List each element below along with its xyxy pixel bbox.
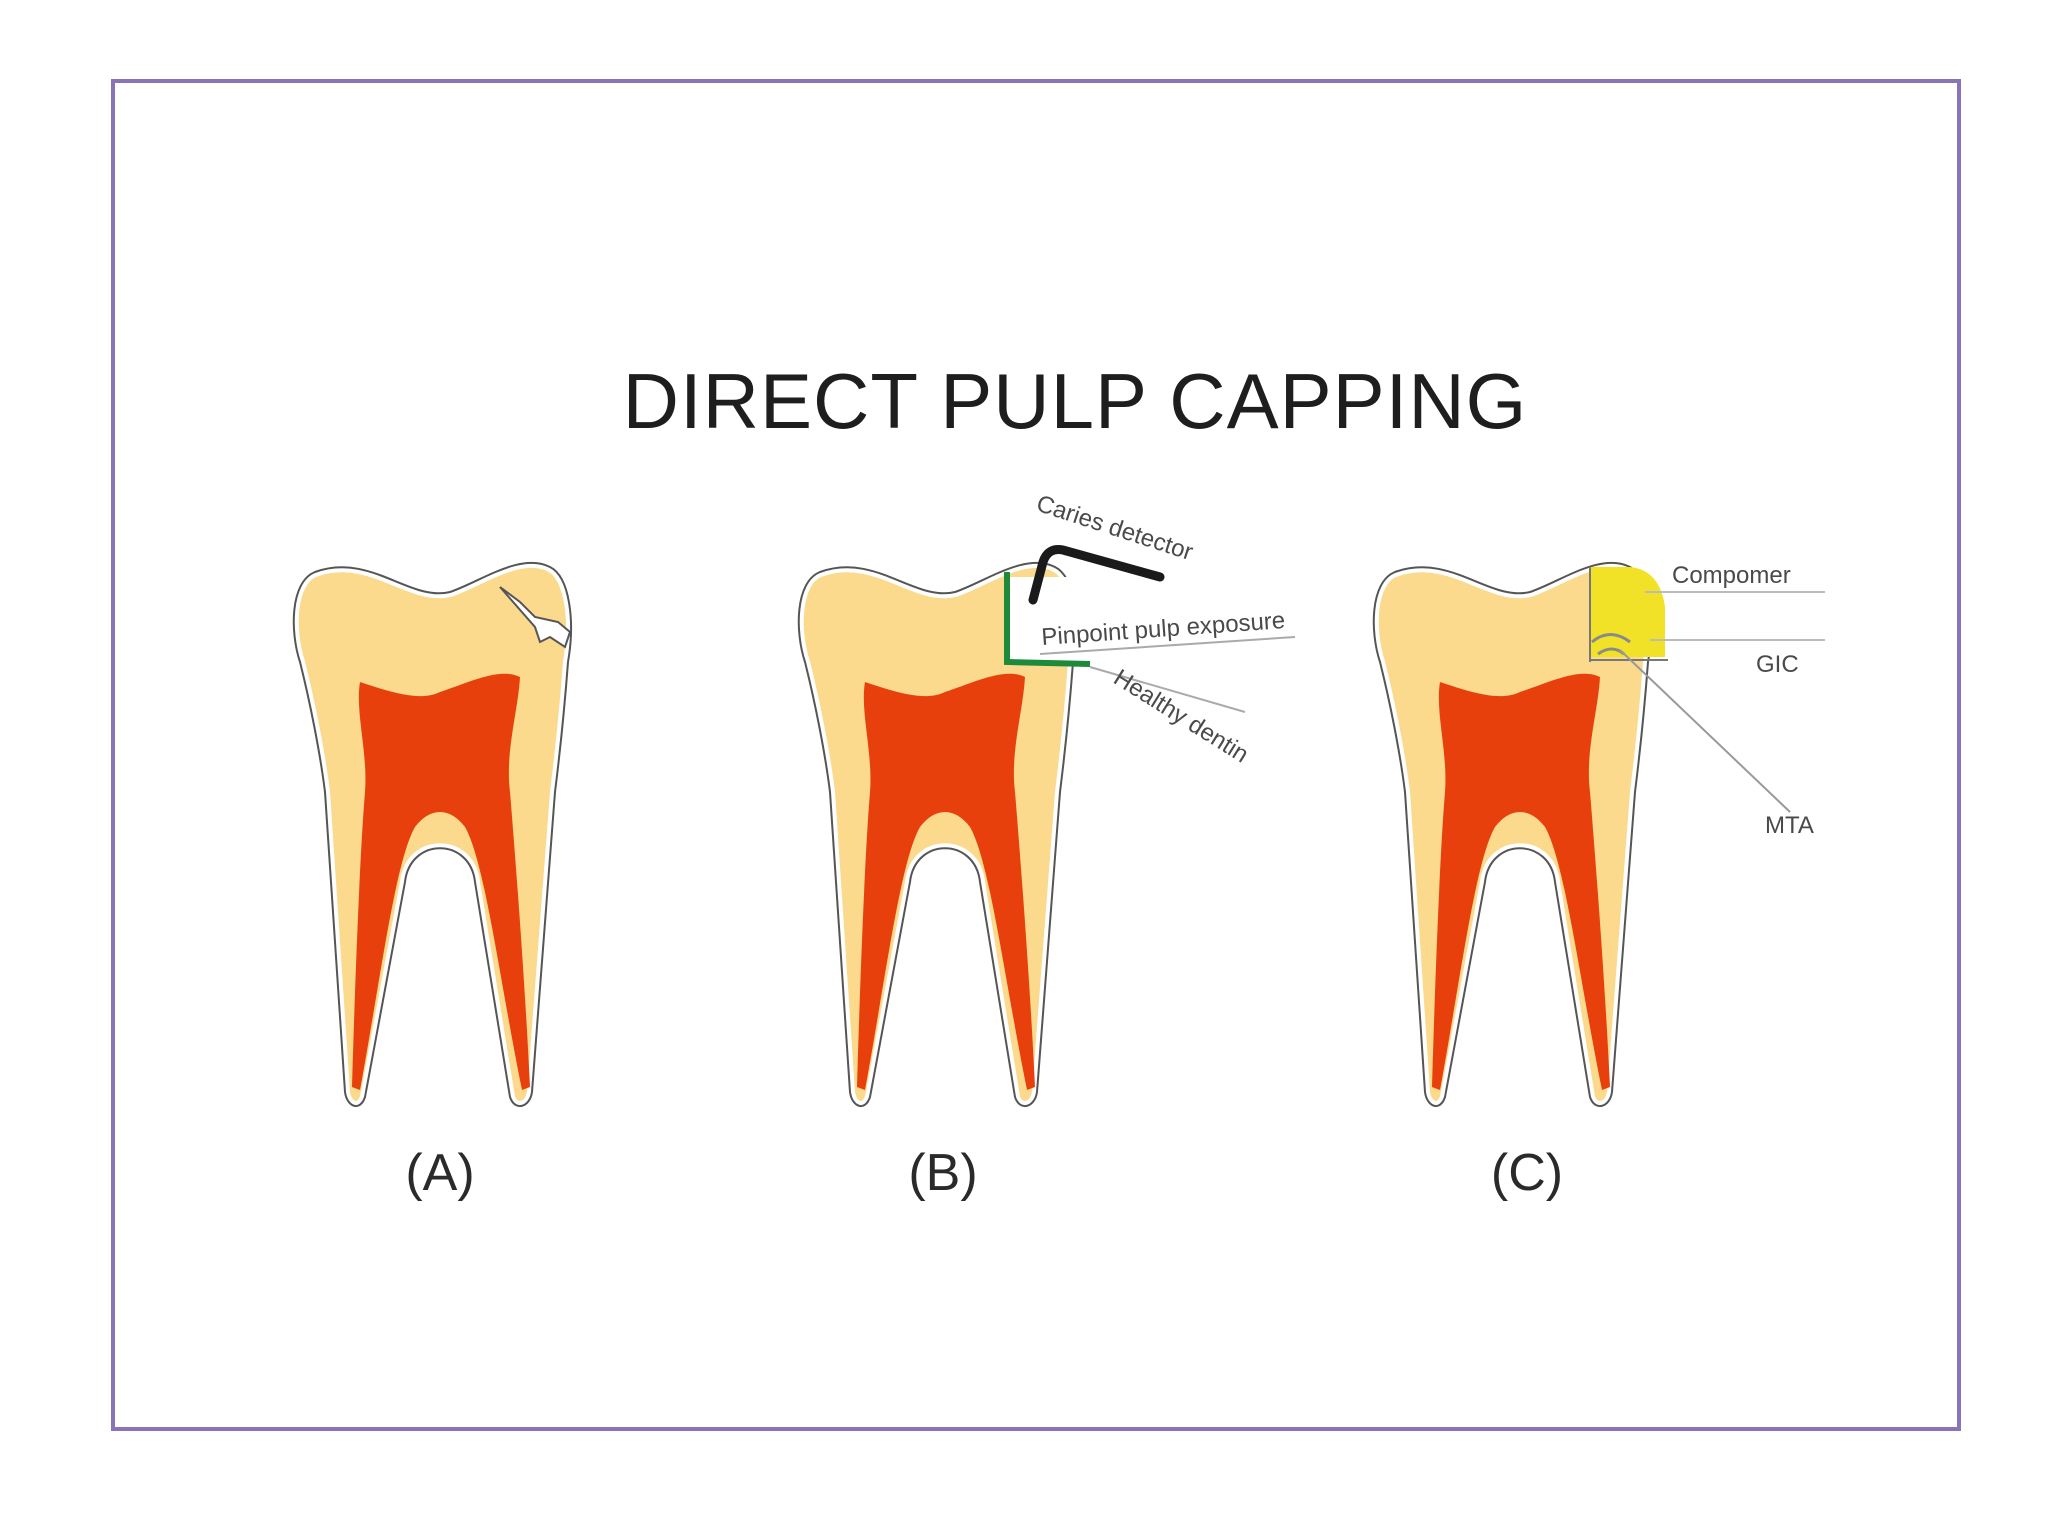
panel-c-label: (C) xyxy=(1491,1144,1563,1202)
annotation-caries-detector: Caries detector xyxy=(1033,490,1196,566)
annotation-gic: GIC xyxy=(1756,651,1799,678)
annotation-compomer: Compomer xyxy=(1672,562,1791,589)
caries-detector-probe xyxy=(1028,545,1165,605)
gic-layer xyxy=(1591,633,1631,644)
carious-lesion xyxy=(499,586,572,649)
panel-a xyxy=(294,563,571,1106)
annotation-mta: MTA xyxy=(1765,812,1814,839)
diagram-frame xyxy=(111,79,1961,1431)
panel-b-label: (B) xyxy=(908,1144,977,1202)
annotation-healthy-dentin: Healthy dentin xyxy=(1109,664,1253,768)
panel-a-label: (A) xyxy=(405,1144,474,1202)
exposure-line xyxy=(1004,572,1091,667)
panel-b xyxy=(799,545,1296,1107)
compomer-restoration xyxy=(1590,567,1665,657)
panel-c xyxy=(1374,563,1825,1106)
diagram-title: DIRECT PULP CAPPING xyxy=(623,357,1528,445)
